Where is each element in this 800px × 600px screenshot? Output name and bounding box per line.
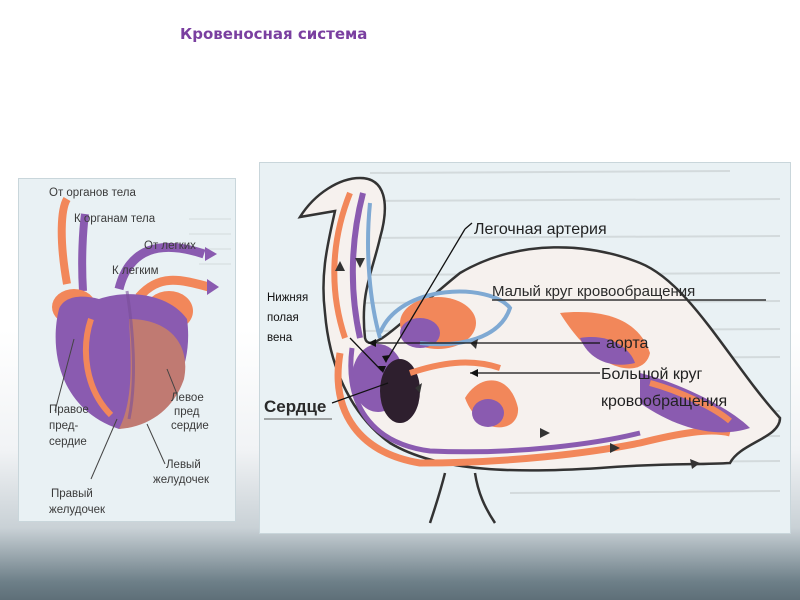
heart-diagram-panel: От органов тела К органам тела От легких… <box>18 178 236 522</box>
label-right-atrium-2: пред- <box>49 420 78 432</box>
heart-diagram: От органов тела К органам тела От легких… <box>49 187 231 516</box>
label-vena-cava-3: вена <box>267 332 293 344</box>
label-lesser-circulation: Малый круг кровообращения <box>492 283 695 300</box>
label-left-atrium-3: сердие <box>171 420 209 432</box>
label-to-lungs: К легким <box>112 265 159 277</box>
label-right-atrium-3: сердие <box>49 436 87 448</box>
label-right-ventricle-2: желудочек <box>49 504 106 516</box>
bird-diagram: Малый круг кровообращения Сердце Легочна… <box>264 170 782 524</box>
label-left-atrium-2: пред <box>174 406 200 418</box>
label-right-atrium-1: Правое <box>49 404 89 416</box>
label-heart: Сердце <box>264 397 326 416</box>
label-vena-cava-1: Нижняя <box>267 292 308 304</box>
label-left-ventricle-1: Левый <box>166 459 201 471</box>
label-from-lungs: От легких <box>144 240 196 252</box>
label-left-ventricle-2: желудочек <box>153 474 210 486</box>
slide-title: Кровеносная система <box>180 25 368 43</box>
label-right-ventricle-1: Правый <box>51 488 93 500</box>
label-vena-cava-2: полая <box>267 312 299 324</box>
label-systemic-circulation-1: Большой круг <box>601 366 703 383</box>
label-pulmonary-artery: Легочная артерия <box>474 221 607 238</box>
label-aorta: аорта <box>606 335 648 352</box>
label-from-body: От органов тела <box>49 187 136 199</box>
label-left-atrium-1: Левое <box>171 392 204 404</box>
bird-diagram-panel: Малый круг кровообращения Сердце Легочна… <box>259 162 791 534</box>
label-to-body: К органам тела <box>74 213 156 225</box>
label-systemic-circulation-2: кровообращения <box>601 393 727 410</box>
